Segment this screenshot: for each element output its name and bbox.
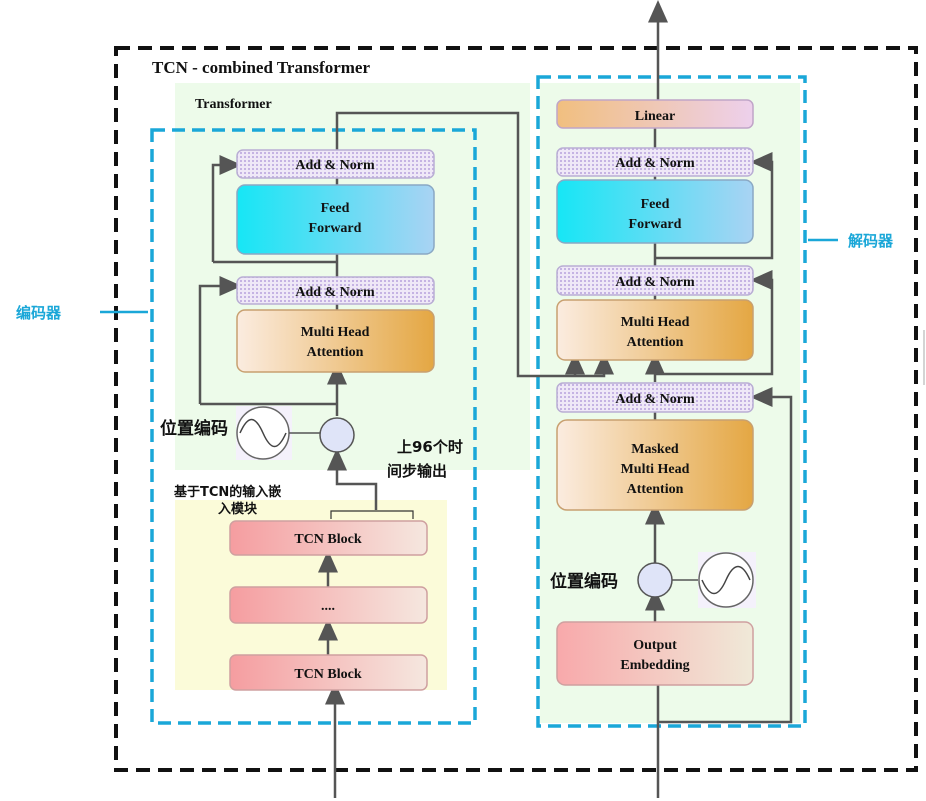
encoder-add-norm-mid-box	[236, 276, 435, 305]
decoder-sine-wave	[701, 565, 751, 595]
tcn-module-line1: 基于TCN的输入嵌	[173, 484, 281, 500]
decoder-output-embedding-box	[556, 621, 754, 686]
encoder-dashed-box	[150, 128, 477, 725]
encoder-arrows	[198, 111, 614, 798]
decoder-linear-text: Linear	[635, 109, 675, 124]
encoder-mha-box	[236, 309, 435, 373]
decoder-pos-enc-label: 位置编码	[550, 571, 618, 592]
tcn-output-bracket	[330, 510, 414, 519]
decoder-add-norm-low-box	[556, 382, 754, 413]
decoder-masked-line2: Multi Head	[621, 462, 690, 477]
tcn-output-line1: 上96个时	[397, 438, 463, 456]
decoder-ff-line1: Feed	[641, 197, 670, 212]
decoder-arrows	[565, 0, 793, 798]
decoder-add-norm-low-text: Add & Norm	[615, 392, 695, 407]
diagram-title: TCN - combined Transformer	[152, 58, 370, 77]
decoder-masked-line3: Attention	[627, 482, 684, 497]
decoder-add-norm-mid-text: Add & Norm	[615, 275, 695, 290]
tcn-module-line2: 入模块	[218, 501, 258, 517]
decoder-feed-forward-box	[556, 179, 754, 244]
tcn-output-line2: 间步输出	[387, 462, 447, 480]
decoder-mha-box	[556, 299, 754, 361]
encoder-add-norm-mid-text: Add & Norm	[295, 285, 375, 300]
decoder-add-norm-mid-box	[556, 265, 754, 296]
decoder-dashed-box	[536, 75, 807, 728]
encoder-ff-line2: Forward	[309, 221, 362, 236]
tcn-block-mid-box	[229, 586, 428, 624]
decoder-masked-mha-box	[556, 419, 754, 511]
transformer-label: Transformer	[195, 97, 272, 112]
tcn-block-bottom-text: TCN Block	[294, 667, 362, 682]
decoder-add-norm-top-box	[556, 147, 754, 177]
tcn-block-bottom-box	[229, 654, 428, 691]
encoder-sine-wave	[239, 418, 287, 448]
encoder-feed-forward-box	[236, 184, 435, 255]
decoder-add-norm-top-text: Add & Norm	[615, 156, 695, 171]
decoder-output-emb-line2: Embedding	[620, 658, 689, 673]
encoder-side-label: 编码器	[16, 304, 62, 322]
decoder-ff-line2: Forward	[629, 217, 682, 232]
decoder-mha-line2: Attention	[627, 335, 684, 350]
encoder-ff-line1: Feed	[321, 201, 350, 216]
tcn-block-top-box	[229, 520, 428, 556]
decoder-side-label: 解码器	[848, 232, 894, 250]
decoder-mha-line1: Multi Head	[621, 315, 690, 330]
encoder-mha-line2: Attention	[307, 345, 364, 360]
decoder-add-circle	[637, 562, 673, 598]
tcn-block-top-text: TCN Block	[294, 532, 362, 547]
outer-dashed-frame	[114, 46, 918, 772]
encoder-add-norm-top-text: Add & Norm	[295, 158, 375, 173]
encoder-mha-line1: Multi Head	[301, 325, 370, 340]
tcn-block-mid-text: ....	[321, 599, 335, 614]
encoder-pos-enc-label: 位置编码	[160, 418, 228, 439]
decoder-output-emb-line1: Output	[633, 638, 677, 653]
decoder-masked-line1: Masked	[631, 442, 679, 457]
decoder-linear-box	[556, 99, 754, 129]
encoder-add-circle	[319, 417, 355, 453]
encoder-add-norm-top-box	[236, 149, 435, 179]
